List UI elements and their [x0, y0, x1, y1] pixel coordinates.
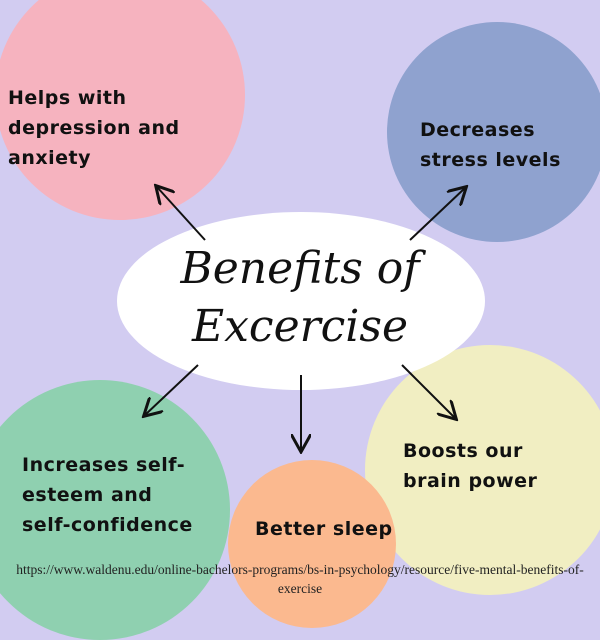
- stress-circle: [387, 22, 600, 242]
- benefit-stress: Decreases stress levels: [420, 119, 561, 171]
- arrow-stress: [409, 188, 465, 241]
- title-line-1: Benefits of: [180, 243, 420, 294]
- title-line-2: Excercise: [192, 301, 408, 352]
- benefit-depression: Helps with depression and anxiety: [8, 87, 180, 169]
- self-esteem-circle: [0, 380, 230, 640]
- arrow-depression: [157, 187, 206, 241]
- brain-power-circle: [365, 345, 600, 595]
- benefit-brain: Boosts our brain power: [403, 440, 538, 492]
- source-url: https://www.waldenu.edu/online-bachelors…: [16, 562, 584, 596]
- depression-circle: [0, 0, 245, 220]
- arrow-self-esteem: [145, 364, 199, 415]
- arrows: [0, 0, 600, 600]
- benefit-sleep: Better sleep: [255, 518, 393, 540]
- center-ellipse: [117, 212, 485, 390]
- page-title: Benefits of Excercise: [115, 240, 485, 356]
- arrow-brain: [401, 364, 455, 418]
- benefit-self-esteem: Increases self-esteem and self-confidenc…: [22, 454, 193, 536]
